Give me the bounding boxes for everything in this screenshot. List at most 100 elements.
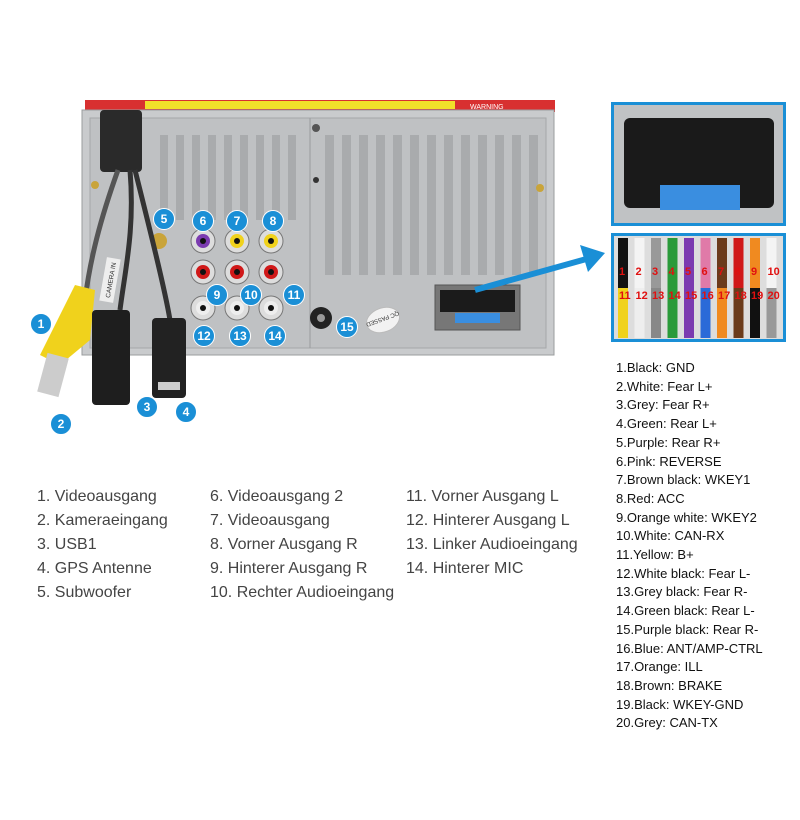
legend-item: 6. Videoausgang 2 [210,488,344,505]
wiring-item: 16.Blue: ANT/AMP-CTRL [616,640,763,656]
camera-tag: CAMERA IN [99,257,121,303]
wiring-item: 11.Yellow: B+ [616,547,694,563]
fin [376,135,385,275]
fin [359,135,368,275]
legend-item: 14. Hinterer MIC [406,560,524,577]
wire-number: 12 [635,290,648,302]
wire-number: 14 [668,290,681,302]
wire [750,288,760,338]
callout-7: 7 [226,210,248,232]
wire-number: 17 [718,290,731,302]
legend-item: 13. Linker Audioeingang [406,536,578,553]
wiring-item: 6.Pink: REVERSE [616,453,722,469]
wire-number: 18 [734,290,747,302]
fin [529,135,538,275]
wire [618,238,628,288]
callout-3: 3 [136,396,158,418]
fin [208,135,216,220]
callout-10: 10 [240,284,262,306]
gps-usb-plug [152,318,186,398]
wiring-item: 14.Green black: Rear L- [616,603,755,619]
fin [325,135,334,275]
warning-text: WARNING [470,104,504,111]
callout-15: 15 [336,316,358,338]
fin [512,135,521,275]
fin [224,135,232,220]
legend-item: 2. Kameraeingang [37,512,168,529]
wiring-item: 19.Black: WKEY-GND [616,696,744,712]
wiring-item: 17.Orange: ILL [616,659,703,675]
fin [410,135,419,275]
fin [256,135,264,220]
arrow [474,255,591,293]
fin [192,135,200,220]
wire [700,238,711,288]
callout-13: 13 [229,325,251,347]
callout-14: 14 [264,325,286,347]
wire [717,288,727,338]
head-unit-illustration: WARNING QC PASSED CAMERA IN [37,100,786,405]
wiring-item: 12.White black: Fear L- [616,565,751,581]
rca-yellow-plug [40,285,95,365]
wiring-item: 2.White: Fear L+ [616,378,713,394]
fin [288,135,296,220]
wiring-item: 13.Grey black: Fear R- [616,584,748,600]
legend-item: 5. Subwoofer [37,584,132,601]
fin [160,135,168,220]
wiring-item: 15.Purple black: Rear R- [616,621,759,637]
wire [651,288,661,338]
wiring-item: 4.Green: Rear L+ [616,416,717,432]
wire-number: 5 [685,266,692,278]
callout-5: 5 [153,208,175,230]
wiring-item: 10.White: CAN-RX [616,528,725,544]
wire [717,238,727,288]
legend-item: 3. USB1 [37,536,97,553]
legend-item: 4. GPS Antenne [37,560,152,577]
wiring-item: 9.Orange white: WKEY2 [616,509,757,525]
legend-item: 9. Hinterer Ausgang R [210,560,368,577]
callout-9: 9 [206,284,228,306]
fin [393,135,402,275]
wiring-item: 3.Grey: Fear R+ [616,397,710,413]
wire [750,238,760,288]
fin [427,135,436,275]
wire [684,238,694,288]
legend-col-2: 6. Videoausgang 2 7. Videoausgang 8. Vor… [210,485,394,605]
legend-item: 10. Rechter Audioeingang [210,584,395,601]
fin [444,135,453,275]
legend-item: 7. Videoausgang [210,512,330,529]
fin [342,135,351,275]
wire-number: 3 [652,266,659,278]
wiring-item: 7.Brown black: WKEY1 [616,472,751,488]
wire [733,288,744,338]
wire-number: 20 [767,290,780,302]
wire-number: 4 [668,266,675,278]
wire-number: 8 [734,266,741,278]
heat-fins [160,135,538,275]
cable-grommet [100,110,142,172]
callout-1: 1 [30,313,52,335]
legend-item: 12. Hinterer Ausgang L [406,512,570,529]
fin [176,135,184,220]
wire-number: 2 [635,266,642,278]
fin [495,135,504,275]
wire [766,288,777,338]
callout-8: 8 [262,210,284,232]
wire-number: 7 [718,266,725,278]
wiring-item: 8.Red: ACC [616,490,685,506]
wiring-item: 18.Brown: BRAKE [616,677,723,693]
wire-number: 6 [701,266,708,278]
wire-number: 11 [619,290,631,302]
wire-number: 13 [652,290,665,302]
wire-number: 9 [751,266,758,278]
legend-item: 11. Vorner Ausgang L [406,488,559,505]
wire [700,288,711,338]
fin [240,135,248,220]
wire-number: 19 [751,290,764,302]
wire [618,288,628,338]
wire [667,288,678,338]
wire [651,238,661,288]
usb-plug [92,310,130,405]
